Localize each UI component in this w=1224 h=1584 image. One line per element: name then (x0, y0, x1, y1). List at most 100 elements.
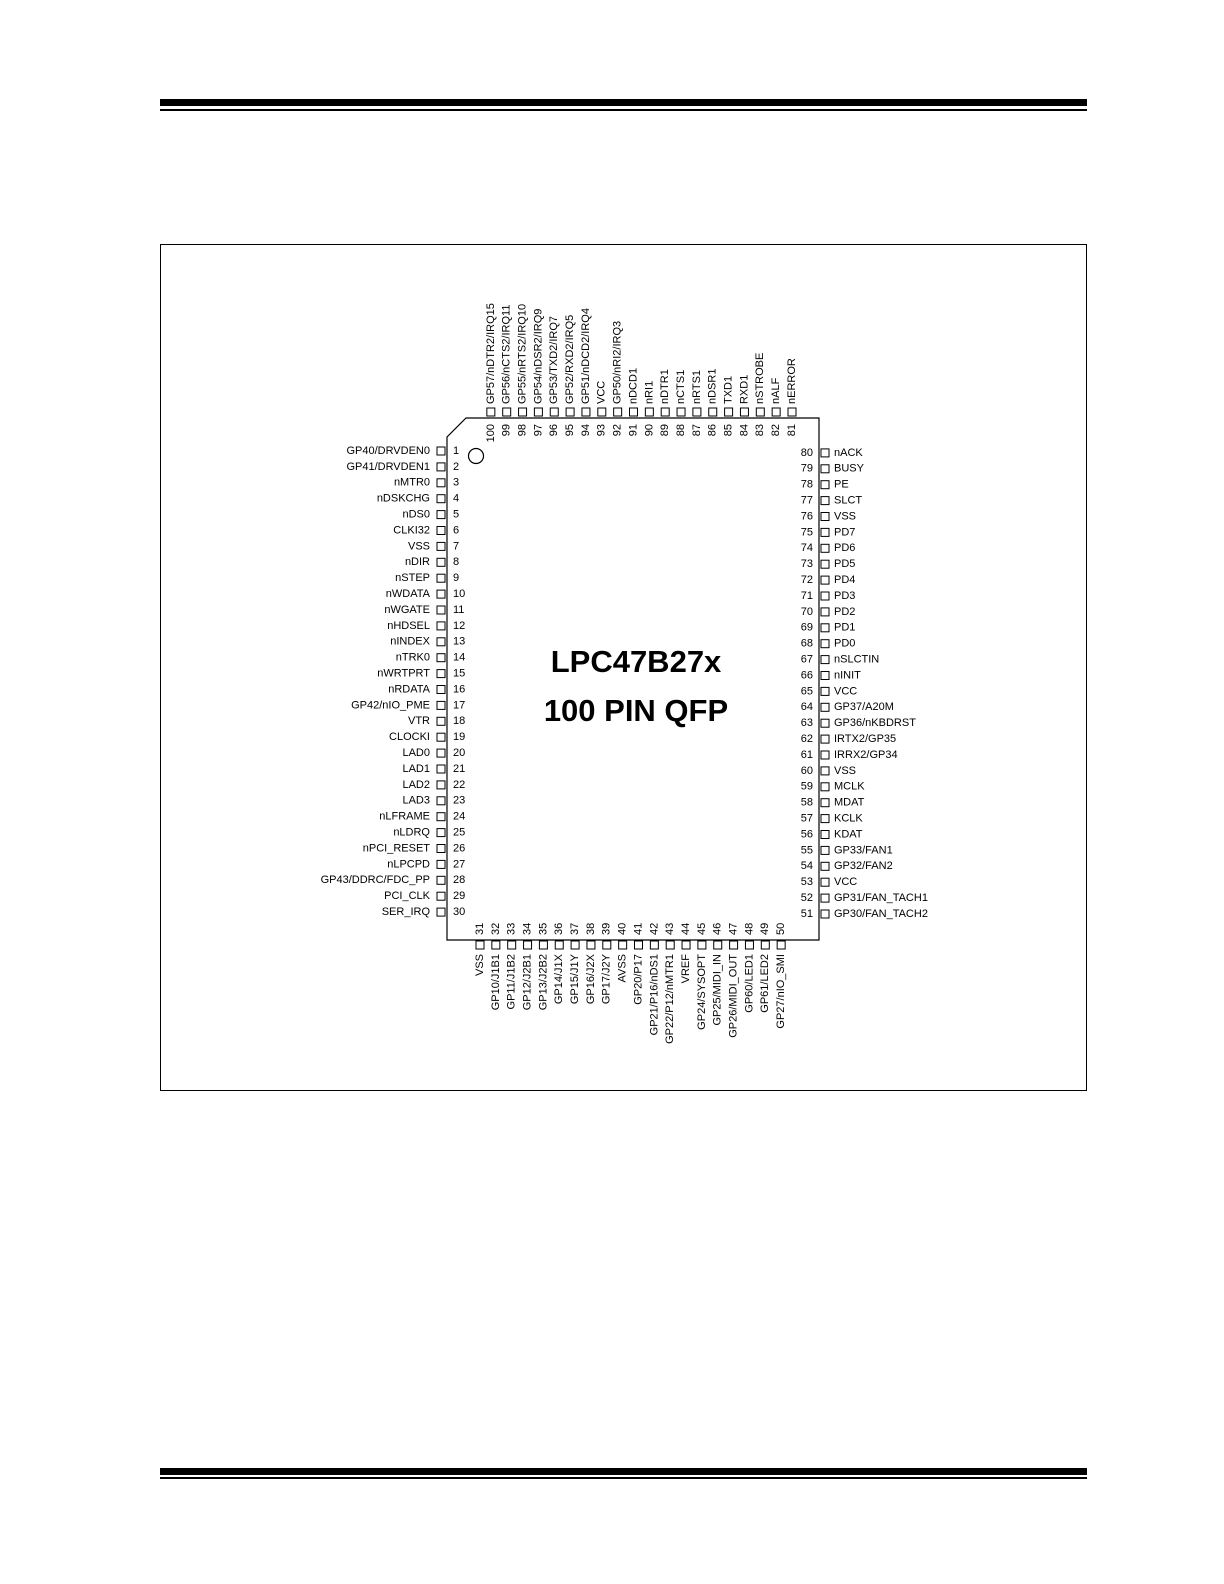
pin-name-label: SLCT (834, 495, 862, 507)
pin-name-label: VCC (834, 876, 857, 888)
pin-number-label: 14 (453, 652, 465, 664)
pin-name-label: LAD0 (402, 747, 430, 759)
pin-number-label: 92 (612, 424, 624, 436)
pin-name-label: GP42/nIO_PME (351, 699, 430, 711)
pin-number-label: 85 (723, 424, 735, 436)
pin-name-label: IRTX2/GP35 (834, 733, 896, 745)
pin-number-label: 6 (453, 524, 459, 536)
pin-pad (436, 844, 446, 853)
pin-pad (502, 407, 512, 417)
pin-pad (518, 407, 528, 417)
pin-name-label: PE (834, 479, 849, 491)
pin-name-label: PD2 (834, 606, 855, 618)
pin-pad (436, 716, 446, 726)
pin-name-label: KDAT (834, 828, 863, 840)
pin-number-label: 13 (453, 636, 465, 648)
pin-number-label: 18 (453, 715, 465, 727)
pin-name-label: VSS (834, 765, 856, 777)
pin-number-label: 57 (801, 813, 813, 825)
pin-number-label: 61 (801, 749, 813, 761)
pin-number-label: 30 (453, 906, 465, 918)
pin-number-label: 25 (453, 827, 465, 839)
pin-pad (820, 448, 830, 458)
pin-name-label: GP60/LED1 (743, 954, 755, 1013)
pin-name-label: nWRTPRT (377, 668, 430, 680)
pin-name-label: nMTR0 (394, 477, 430, 489)
pin-number-label: 7 (453, 540, 459, 552)
pin-pad (436, 605, 446, 615)
pin-number-label: 99 (501, 424, 513, 436)
pin-name-label: nDS0 (402, 509, 430, 521)
pin-name-label: nDSKCHG (377, 493, 430, 505)
pin-pad (436, 653, 446, 663)
pin-name-label: GP43/DDRC/FDC_PP (321, 874, 430, 886)
pin-number-label: 76 (801, 510, 813, 522)
pin-pad (820, 559, 830, 569)
pin-name-label: IRRX2/GP34 (834, 749, 898, 761)
pin-pad (820, 750, 830, 760)
pin-number-label: 8 (453, 556, 459, 568)
pin-name-label: MDAT (834, 797, 865, 809)
pin-pad (760, 940, 770, 950)
pin-name-label: GP26/MIDI_OUT (728, 954, 740, 1038)
pin-number-label: 41 (632, 923, 644, 935)
pin-number-label: 75 (801, 526, 813, 538)
pin-number-label: 42 (648, 923, 660, 935)
pin-pad (634, 940, 643, 950)
pin-number-label: 70 (801, 606, 813, 618)
header-rule-thick (160, 99, 1087, 106)
pin-number-label: 36 (553, 923, 565, 935)
pin-pad (436, 796, 446, 806)
pin-name-label: nCTS1 (675, 370, 687, 404)
pin-number-label: 62 (801, 733, 813, 745)
pin-number-label: 96 (548, 424, 560, 436)
pin-number-label: 95 (564, 424, 576, 436)
pin-number-label: 12 (453, 620, 465, 632)
pin-number-label: 66 (801, 669, 813, 681)
pin-pad (436, 637, 446, 647)
pin-number-label: 56 (801, 828, 813, 840)
pin-number-label: 52 (801, 892, 813, 904)
pin-number-label: 4 (453, 493, 459, 505)
pin-name-label: LAD3 (402, 795, 430, 807)
pin-number-label: 100 (485, 424, 497, 442)
pin-number-label: 16 (453, 683, 465, 695)
pin-pad (681, 940, 691, 950)
pin-number-label: 88 (675, 424, 687, 436)
pin-number-label: 22 (453, 779, 465, 791)
pin-name-label: GP16/J2X (585, 953, 597, 1004)
pin-name-label: VSS (408, 540, 430, 552)
pin-number-label: 39 (601, 923, 613, 935)
pin-pad (436, 764, 446, 774)
pin-number-label: 83 (754, 424, 766, 436)
pin-pad (581, 407, 591, 417)
pin-number-label: 3 (453, 477, 459, 489)
pin-pad (676, 407, 686, 417)
pin-number-label: 11 (453, 604, 464, 616)
pin-pad (436, 812, 446, 822)
pin-number-label: 50 (775, 923, 787, 935)
pin-pad (475, 940, 485, 950)
pin-number-label: 87 (691, 424, 703, 436)
pin-name-label: nDCD1 (627, 368, 639, 404)
pin-pad (820, 623, 830, 633)
pin-number-label: 64 (801, 701, 813, 713)
pin-name-label: MCLK (834, 781, 865, 793)
pin-name-label: GP24/SYSOPT (696, 954, 708, 1030)
pin-pad (820, 861, 830, 871)
pin-name-label: CLOCKI (389, 731, 430, 743)
pin-pad (538, 940, 548, 950)
pin-name-label: VCC (834, 685, 857, 697)
pin-pad (820, 527, 830, 537)
pin-name-label: nDTR1 (659, 369, 671, 404)
pin-pad (436, 732, 446, 742)
pin-number-label: 71 (801, 590, 813, 602)
pin-number-label: 78 (801, 479, 813, 491)
pin-pad (436, 478, 446, 488)
pin-name-label: VTR (408, 715, 430, 727)
pin-pad (436, 907, 446, 917)
pin-pad (613, 407, 623, 417)
footer-rule-thick (160, 1468, 1087, 1475)
pin-number-label: 5 (453, 509, 459, 521)
pin-name-label: nSTROBE (754, 353, 766, 404)
